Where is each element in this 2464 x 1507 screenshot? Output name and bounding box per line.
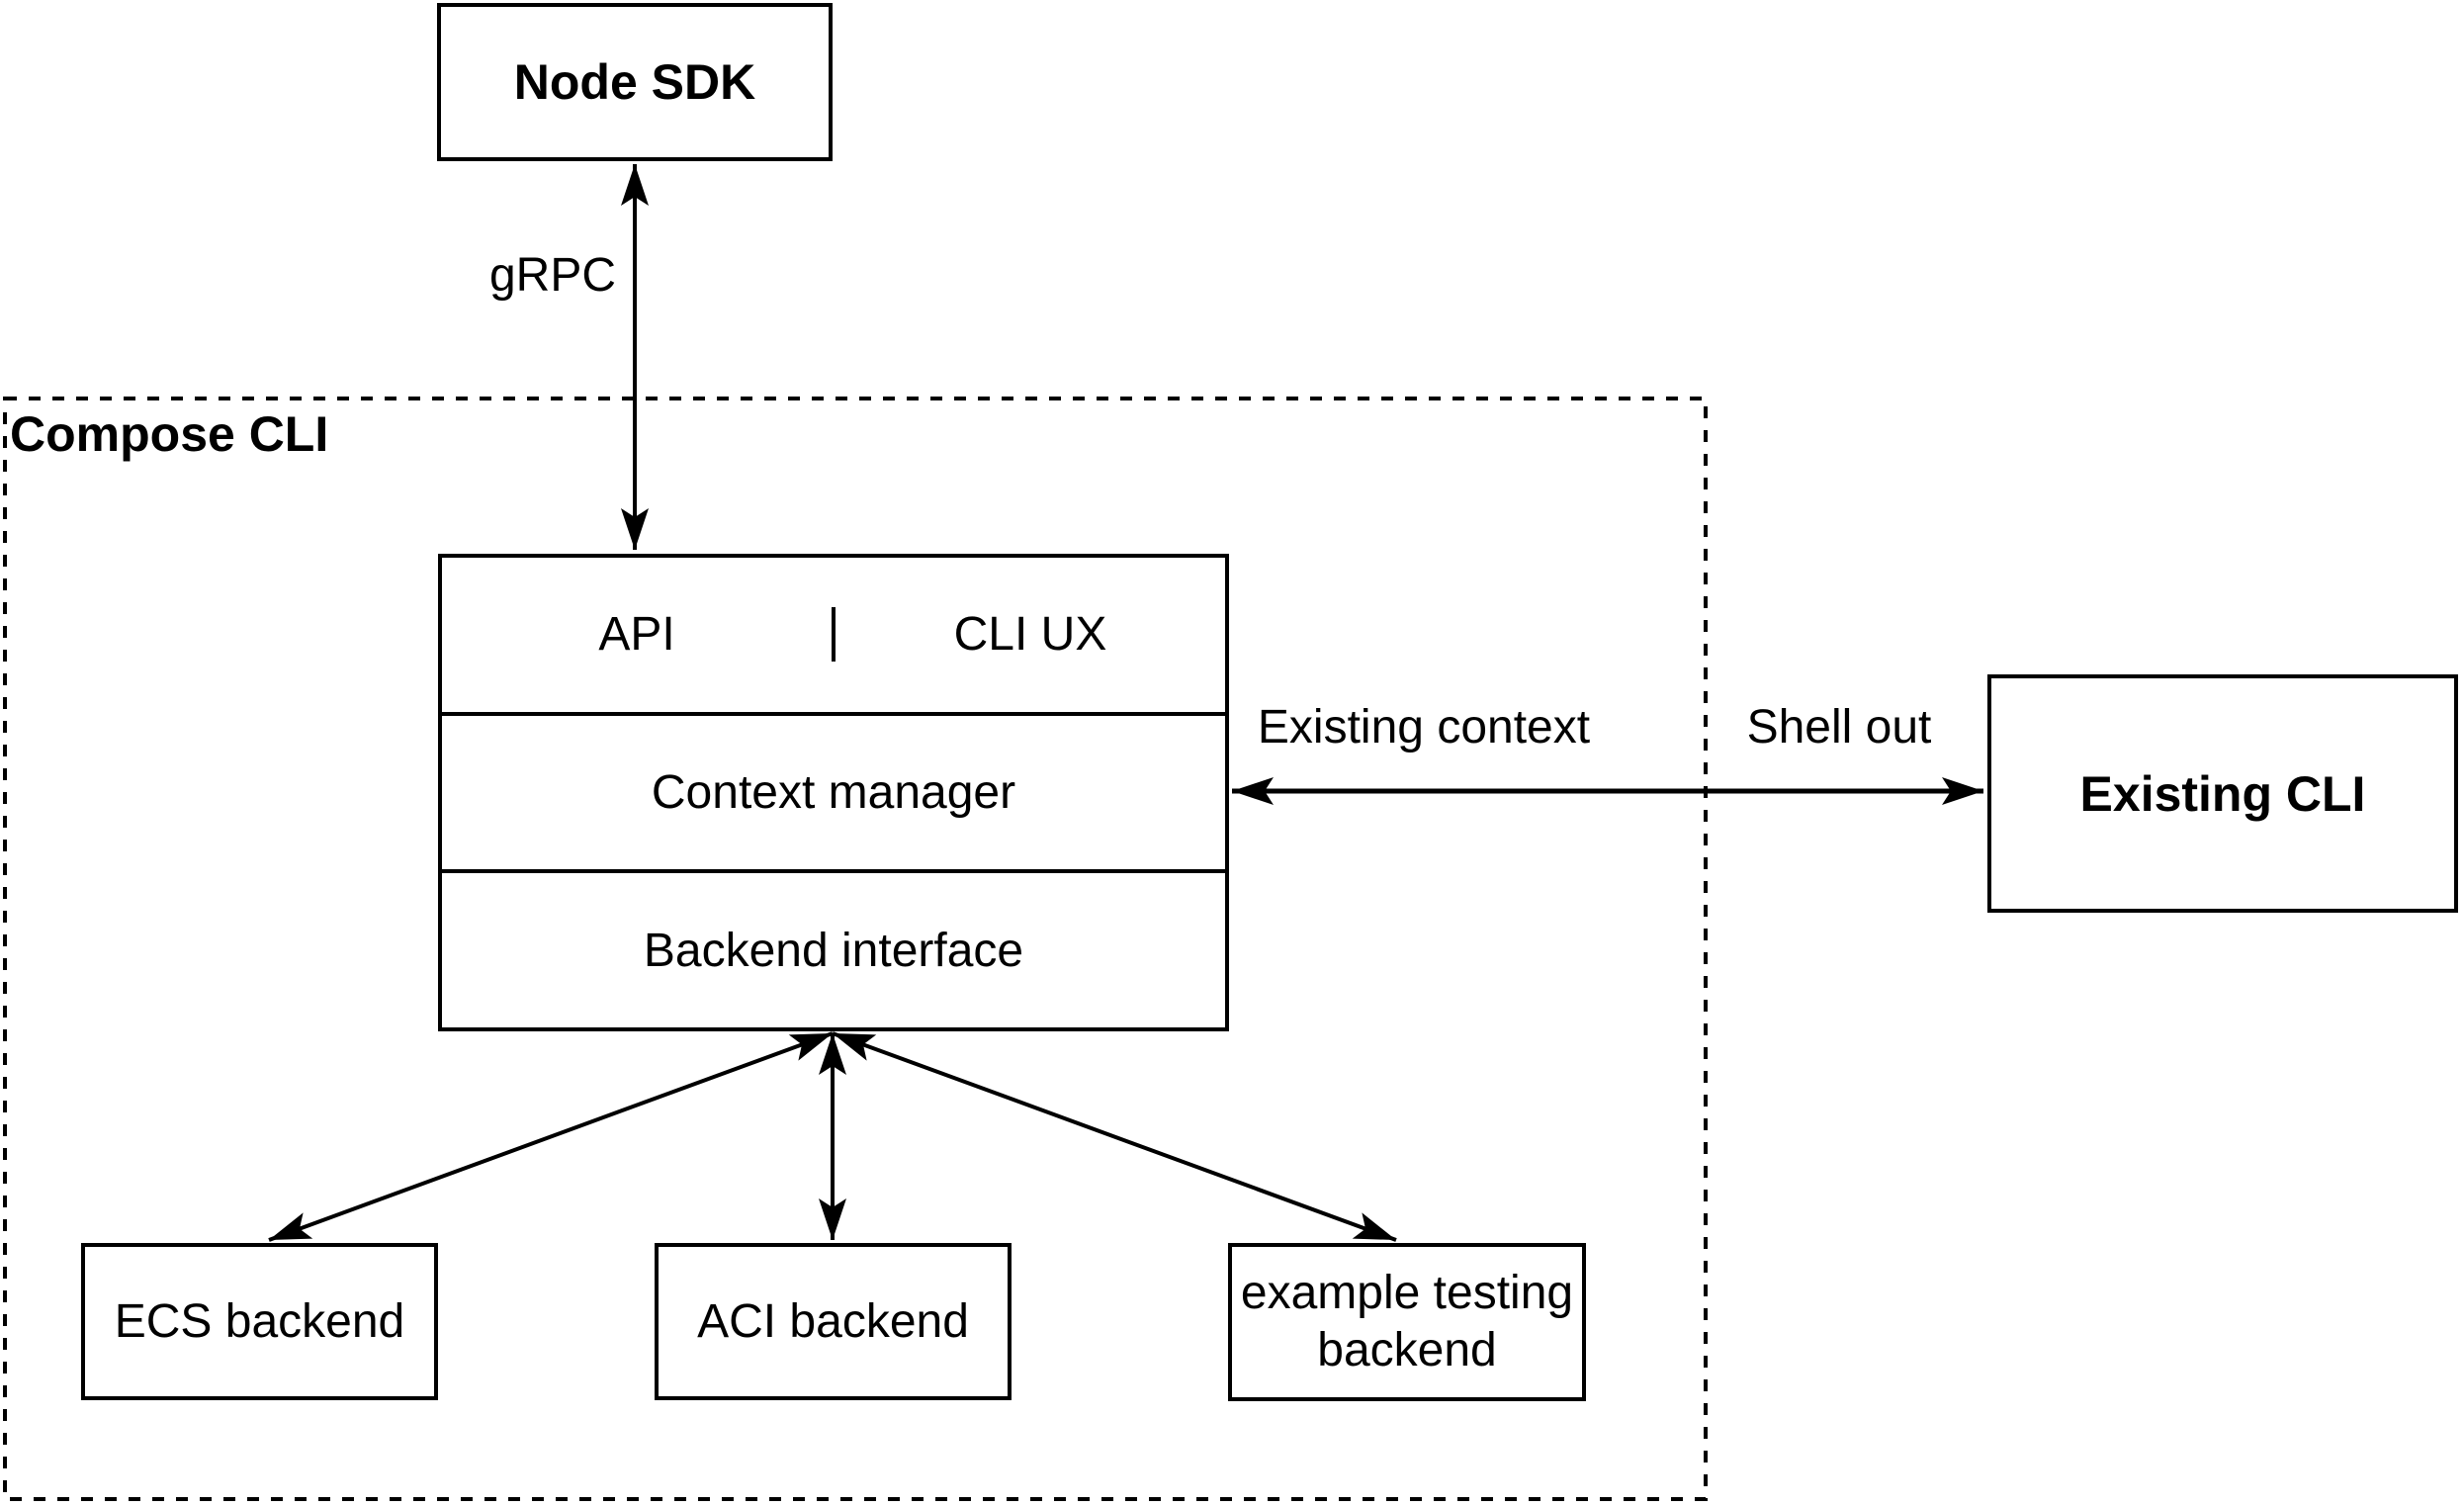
aci-backend-box: ACI backend: [655, 1243, 1012, 1400]
compose-cli-container-label: Compose CLI: [10, 406, 329, 462]
node-sdk-box: Node SDK: [437, 3, 833, 161]
compose-cli-core-box: API CLI UX Context manager Backend inter…: [438, 554, 1229, 1031]
api-box: API: [442, 607, 836, 663]
shell-out-edge-label: Shell out: [1746, 701, 1932, 754]
cli-ux-box: CLI UX: [953, 608, 1107, 662]
ecs-backend-box: ECS backend: [81, 1243, 438, 1400]
grpc-edge-label: gRPC: [488, 249, 616, 302]
existing-context-edge-label: Existing context: [1257, 701, 1591, 754]
core-top-row: API CLI UX: [442, 558, 1225, 716]
context-manager-box: Context manager: [442, 716, 1225, 874]
example-backend-arrow: [832, 1031, 1397, 1242]
example-testing-backend-box: example testing backend: [1228, 1243, 1586, 1401]
ecs-backend-arrow: [268, 1031, 834, 1242]
existing-cli-box: Existing CLI: [1987, 674, 2458, 913]
backend-interface-box: Backend interface: [643, 924, 1024, 977]
